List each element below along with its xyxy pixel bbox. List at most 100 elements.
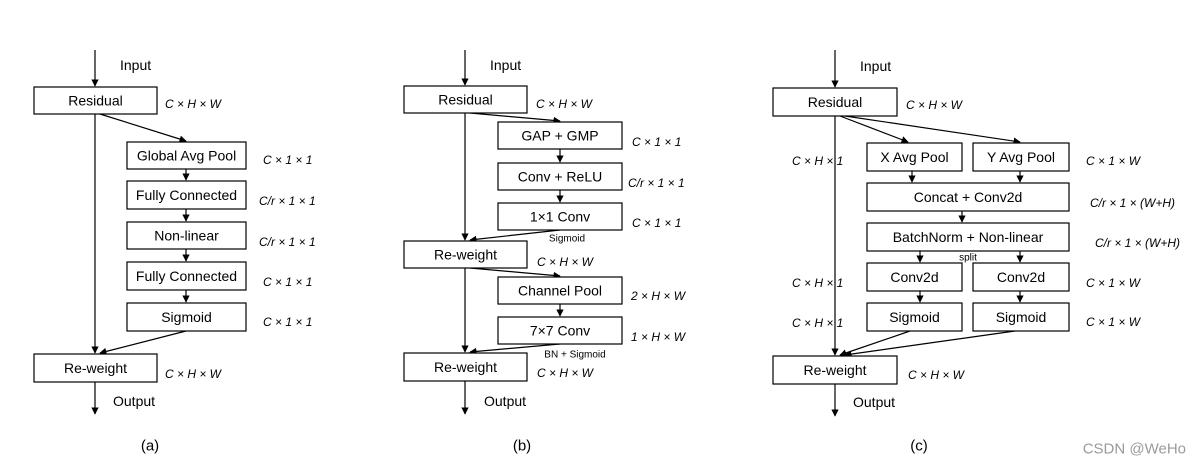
- a-nonlinear-text: Non-linear: [154, 228, 219, 244]
- b-conv1x1-text: 1×1 Conv: [530, 209, 590, 225]
- a-residual-box: [33, 86, 158, 115]
- c-left2-dim: C × H × 1: [792, 276, 843, 290]
- c-ypool-box: [972, 142, 1070, 172]
- c-input-label: Input: [860, 58, 891, 74]
- a-reweight-dim: C × H × W: [165, 367, 223, 381]
- b-convrelu-dim: C/r × 1 × 1: [628, 176, 685, 190]
- c-output-label: Output: [853, 394, 895, 410]
- panel-b: Input Output (b) Residual C × H × W GAP …: [403, 50, 687, 455]
- c-reweight-dim: C × H × W: [908, 368, 966, 382]
- a-gap-text: Global Avg Pool: [137, 148, 236, 164]
- a-residual-dim: C × H × W: [165, 97, 223, 111]
- b-channelpool-dim: 2 × H × W: [630, 289, 687, 303]
- b-conv7x7-text: 7×7 Conv: [530, 323, 590, 339]
- b-convrelu-text: Conv + ReLU: [518, 169, 602, 185]
- a-nonlinear-dim: C/r × 1 × 1: [259, 235, 316, 249]
- c-branch-x: [839, 115, 909, 144]
- b-channelpool-text: Channel Pool: [518, 283, 602, 299]
- c-bn-text: BatchNorm + Non-linear: [893, 229, 1044, 245]
- a-caption: (a): [141, 438, 159, 455]
- c-sig-right-text: Sigmoid: [996, 309, 1047, 325]
- panel-c: Input Output (c) Residual C × H × W C × …: [772, 50, 1180, 455]
- c-concat-dim: C/r × 1 × (W+H): [1090, 196, 1175, 210]
- panel-a: Input Output (a) Residual C × H × W Glob…: [33, 50, 316, 455]
- a-gap-dim: C × 1 × 1: [263, 153, 312, 167]
- b-merge-line-2: [469, 343, 561, 356]
- c-residual-dim: C × H × W: [906, 98, 964, 112]
- b-convrelu-box: [497, 162, 623, 191]
- c-reweight-box: [772, 355, 898, 385]
- a-reweight-box: [33, 353, 158, 383]
- b-reweight1-box: [403, 240, 528, 269]
- b-branch-line-2: [469, 267, 561, 280]
- a-residual-text: Residual: [68, 93, 122, 109]
- c-sig-left-text: Sigmoid: [889, 309, 940, 325]
- a-fc1-box: [126, 180, 247, 210]
- a-fc1-text: Fully Connected: [136, 187, 237, 203]
- c-bn-dim: C/r × 1 × (W+H): [1095, 236, 1180, 250]
- a-gap-box: [126, 141, 247, 170]
- b-conv7x7-box: [497, 316, 623, 345]
- b-conv7x7-dim: 1 × H × W: [631, 330, 687, 344]
- c-split-note: split: [959, 253, 977, 264]
- a-sigmoid-dim: C × 1 × 1: [263, 315, 312, 329]
- b-gapgmp-dim: C × 1 × 1: [632, 135, 681, 149]
- c-conv-right-box: [972, 262, 1070, 292]
- a-reweight-text: Re-weight: [64, 360, 127, 376]
- b-conv1x1-box: [497, 202, 623, 231]
- c-ypool-text: Y Avg Pool: [987, 149, 1055, 165]
- c-left3-dim: C × H × 1: [792, 316, 843, 330]
- b-caption: (b): [513, 438, 531, 455]
- c-residual-box: [772, 87, 898, 117]
- b-reweight1-text: Re-weight: [434, 247, 497, 263]
- b-residual-dim: C × H × W: [536, 97, 594, 111]
- c-reweight-text: Re-weight: [803, 362, 866, 378]
- c-conv-left-text: Conv2d: [890, 269, 938, 285]
- b-residual-text: Residual: [438, 92, 492, 108]
- c-concat-box: [866, 182, 1070, 212]
- b-gapgmp-box: [497, 121, 623, 150]
- c-xy-dim: C × 1 × W: [1086, 154, 1142, 168]
- b-conv1x1-dim: C × 1 × 1: [632, 216, 681, 230]
- c-left-merge: [839, 330, 911, 357]
- a-fc2-text: Fully Connected: [136, 268, 237, 284]
- a-fc2-dim: C × 1 × 1: [263, 275, 312, 289]
- a-output-label: Output: [113, 393, 155, 409]
- b-reweight2-text: Re-weight: [434, 359, 497, 375]
- c-sig-right-box: [972, 302, 1070, 332]
- c-right3-dim: C × 1 × W: [1086, 315, 1142, 329]
- c-residual-text: Residual: [808, 94, 862, 110]
- b-bn-sigmoid-note: BN + Sigmoid: [544, 350, 605, 361]
- b-residual-box: [403, 85, 528, 114]
- b-output-label: Output: [484, 393, 526, 409]
- watermark: CSDN @WeHo: [1083, 441, 1186, 458]
- c-right2-dim: C × 1 × W: [1086, 276, 1142, 290]
- c-conv-right-text: Conv2d: [997, 269, 1045, 285]
- a-branch-line: [99, 113, 187, 143]
- a-input-label: Input: [120, 57, 151, 73]
- a-sigmoid-text: Sigmoid: [161, 309, 212, 325]
- a-sigmoid-box: [126, 302, 247, 332]
- a-fc2-box: [126, 261, 247, 291]
- c-caption: (c): [910, 438, 928, 455]
- b-branch-line-1: [469, 112, 561, 125]
- b-input-label: Input: [490, 57, 521, 73]
- a-fc1-dim: C/r × 1 × 1: [259, 194, 316, 208]
- c-left1-dim: C × H × 1: [792, 154, 843, 168]
- c-bn-box: [866, 222, 1070, 252]
- c-sig-left-box: [866, 302, 963, 332]
- b-sigmoid-note: Sigmoid: [549, 234, 585, 245]
- b-gapgmp-text: GAP + GMP: [521, 128, 598, 144]
- c-concat-text: Concat + Conv2d: [914, 189, 1023, 205]
- b-channelpool-box: [497, 276, 623, 305]
- a-merge-line: [99, 330, 187, 355]
- c-right-merge: [844, 330, 1016, 358]
- c-xpool-text: X Avg Pool: [880, 149, 948, 165]
- c-xpool-box: [866, 142, 963, 172]
- c-branch-y: [844, 115, 1021, 145]
- c-conv-left-box: [866, 262, 963, 292]
- b-reweight2-dim: C × H × W: [537, 366, 595, 380]
- a-nonlinear-box: [126, 221, 247, 250]
